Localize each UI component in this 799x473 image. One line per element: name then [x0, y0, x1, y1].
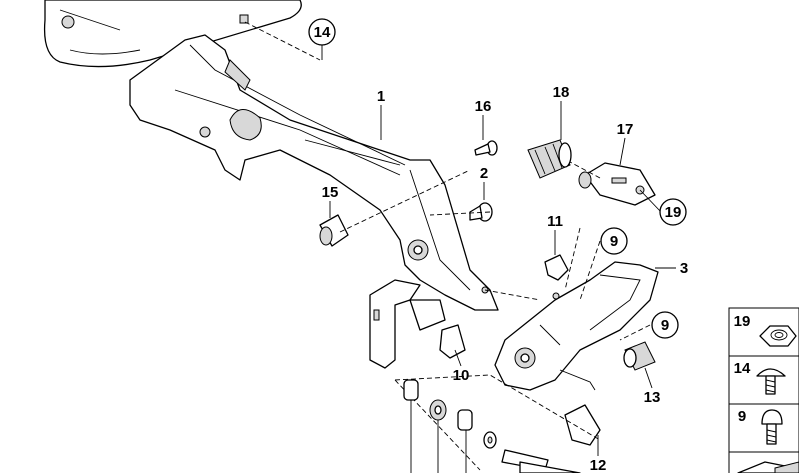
svg-text:9: 9: [661, 317, 669, 334]
callout-12: 12: [590, 457, 607, 473]
callout-19: 19: [659, 198, 687, 226]
knob-part-18: [527, 139, 572, 179]
callout-10: 10: [453, 367, 470, 384]
legend-14: 14: [734, 360, 751, 377]
legend-9: 9: [738, 408, 746, 425]
callout-1: 1: [377, 88, 385, 105]
hardware-stack: [394, 374, 601, 473]
svg-text:9: 9: [610, 233, 618, 250]
clip-part-11: [544, 254, 569, 281]
pin-part-16: [474, 140, 498, 156]
callout-2: 2: [480, 165, 488, 182]
bushing-part-13: [623, 341, 656, 371]
leader-lines: [321, 44, 676, 456]
hex-nut-icon: [759, 325, 797, 347]
callout-14: 14: [308, 18, 336, 46]
callout-11: 11: [547, 213, 563, 230]
svg-text:14: 14: [314, 24, 331, 41]
legend-panel: 19 14 9: [728, 307, 799, 473]
callout-17: 17: [617, 121, 634, 138]
socket-head-screw-icon: [761, 409, 783, 445]
mounting-plate-icon: [737, 461, 799, 473]
callout-9: 9: [600, 227, 628, 255]
callout-3: 3: [680, 260, 688, 277]
lever-part-3: [494, 261, 659, 391]
pan-head-screw-icon: [756, 368, 786, 395]
key-part-17: [578, 162, 656, 206]
callout-18: 18: [553, 84, 570, 101]
clip-part-10: [439, 324, 466, 359]
seat-part-top-left: [43, 0, 302, 68]
callout-9-lower: 9: [651, 311, 679, 339]
plug-part-15: [319, 214, 349, 247]
callout-13: 13: [644, 389, 661, 406]
clip-part-12: [564, 404, 601, 446]
legend-19: 19: [734, 313, 751, 330]
svg-text:19: 19: [665, 204, 682, 221]
callout-16: 16: [475, 98, 492, 115]
callout-15: 15: [322, 184, 339, 201]
main-bracket: [129, 34, 499, 311]
lower-bracket: [369, 279, 446, 369]
